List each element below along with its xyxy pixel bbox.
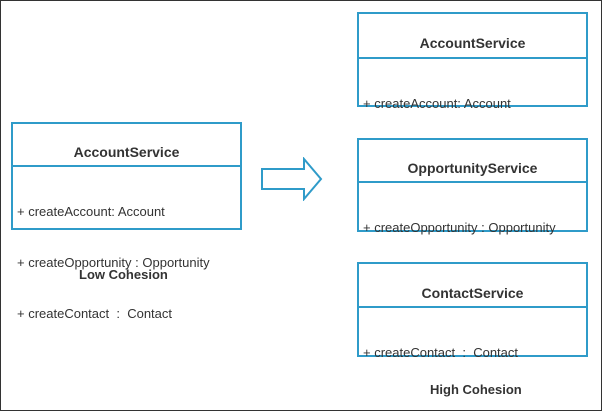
method-item: + createContact : Contact [17,306,172,321]
method-item: + createOpportunity : Opportunity [17,255,210,270]
low-cohesion-class-box: AccountService + createAccount: Account … [11,122,242,321]
class-name: OpportunityService [359,140,586,183]
method-item: + createOpportunity : Opportunity [363,220,556,235]
class-name: AccountService [13,124,240,167]
low-cohesion-caption: Low Cohesion [79,267,168,282]
class-methods: + createAccount: Account [359,59,586,148]
right-arrow-icon [261,157,323,201]
class-methods: + createOpportunity : Opportunity [359,183,586,272]
method-item: + createContact : Contact [363,345,518,360]
method-item: + createAccount: Account [363,96,511,111]
class-methods: + createAccount: Account + createOpportu… [13,167,240,358]
class-methods: + createContact : Contact [359,308,586,397]
high-cohesion-caption: High Cohesion [430,382,522,397]
contact-service-class-box: ContactService + createContact : Contact [357,262,588,360]
account-service-class-box: AccountService + createAccount: Account [357,12,588,111]
class-name: AccountService [359,14,586,59]
opportunity-service-class-box: OpportunityService + createOpportunity :… [357,138,588,235]
method-item: + createAccount: Account [17,204,165,219]
class-name: ContactService [359,264,586,308]
